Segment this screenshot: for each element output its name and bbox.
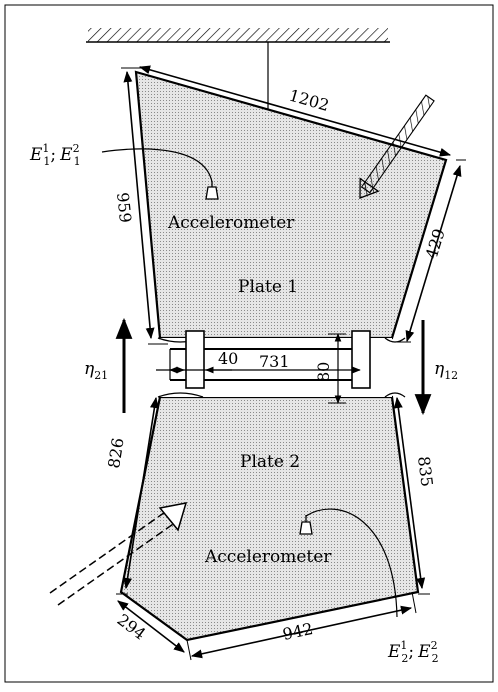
dim-line-942 bbox=[190, 605, 413, 659]
dim-line-959 bbox=[123, 70, 155, 340]
dim-label-942: 942 bbox=[281, 619, 315, 644]
dim-label-80: 80 bbox=[314, 362, 333, 382]
dim-line-835 bbox=[393, 396, 426, 590]
joint-flange-right bbox=[351, 330, 371, 389]
dim-label-959: 959 bbox=[113, 191, 135, 223]
dim-label-731: 731 bbox=[259, 352, 290, 371]
excitation-arrow-top bbox=[359, 94, 435, 199]
plate-1-label: Plate 1 bbox=[238, 277, 298, 297]
accelerometer-label-top: Accelerometer bbox=[167, 213, 295, 233]
dim-label-429: 429 bbox=[422, 226, 449, 261]
eta-12-label: η12 bbox=[434, 359, 458, 382]
eta-21-label: η21 bbox=[84, 359, 108, 382]
dim-label-826: 826 bbox=[104, 436, 128, 469]
plate-1 bbox=[134, 70, 448, 340]
plate-2-label: Plate 2 bbox=[240, 452, 300, 472]
outer-border bbox=[4, 4, 494, 683]
accelerometer-label-bottom: Accelerometer bbox=[204, 547, 332, 567]
dim-line-826 bbox=[123, 396, 159, 590]
dim-label-40: 40 bbox=[218, 349, 238, 368]
dim-label-294: 294 bbox=[114, 610, 150, 644]
excitation-arrow-bottom bbox=[49, 502, 188, 606]
dim-label-835: 835 bbox=[414, 455, 437, 488]
accelerometer-icon-bottom bbox=[299, 508, 398, 618]
dim-line-429 bbox=[405, 164, 462, 343]
dim-line-294 bbox=[117, 600, 185, 653]
extension-lines bbox=[116, 67, 466, 661]
accelerometer-icon-top bbox=[101, 148, 219, 200]
plate-2 bbox=[119, 395, 420, 642]
joint-flange-left bbox=[185, 330, 205, 389]
